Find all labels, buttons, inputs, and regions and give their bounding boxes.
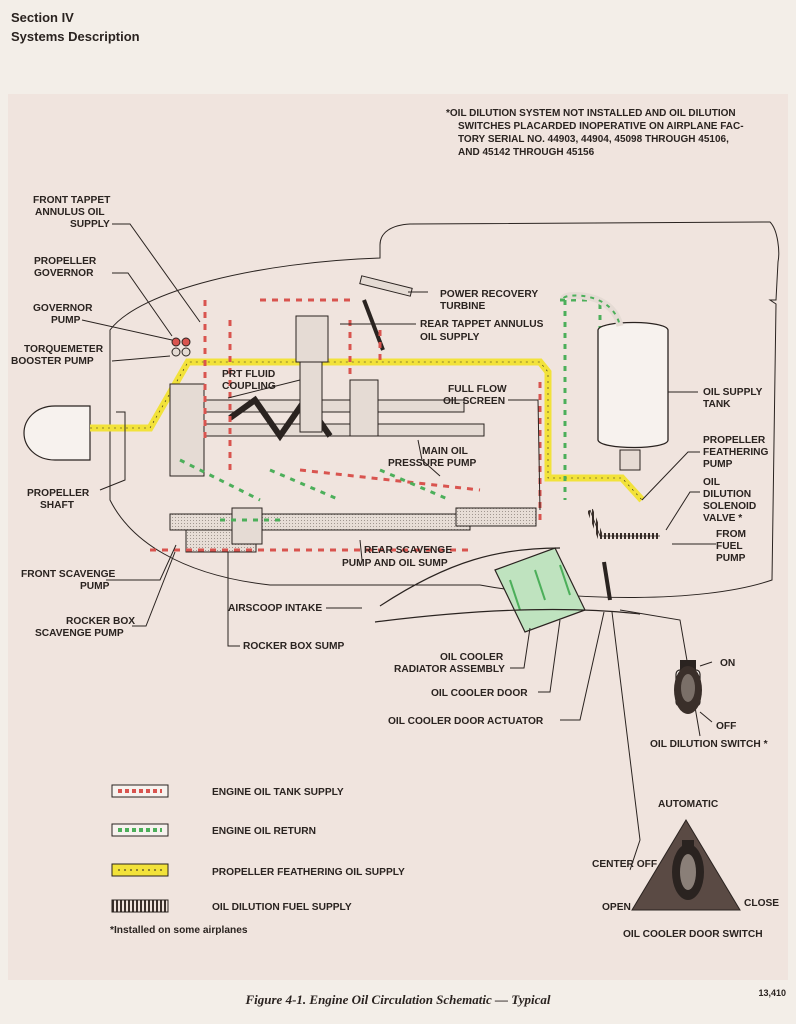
label-open: OPEN [602, 902, 631, 913]
section-title: Section IV [11, 10, 74, 25]
label-close: CLOSE [744, 898, 779, 909]
spinner [23, 405, 91, 461]
tank-supply-flow [150, 298, 542, 552]
label-oil-dilution-2: DILUTION [703, 489, 751, 500]
label-torquemeter-2: BOOSTER PUMP [11, 356, 94, 367]
oil-return-flow [179, 298, 602, 522]
airscoop-lip [379, 547, 561, 607]
note-line-4: AND 45142 THROUGH 45156 [458, 147, 595, 158]
label-prop-shaft-2: SHAFT [40, 500, 75, 511]
label-front-scavenge-1: FRONT SCAVENGE [21, 569, 116, 580]
label-full-flow-2: OIL SCREEN [443, 396, 505, 407]
label-prop-governor-1: PROPELLER [34, 256, 97, 267]
label-prop-feathering-1: PROPELLER [703, 435, 766, 446]
label-oil-dilution-1: OIL [703, 477, 720, 488]
label-automatic: AUTOMATIC [658, 799, 719, 810]
label-from-fuel-2: FUEL [716, 541, 743, 552]
note-line-3: TORY SERIAL NO. 44903, 44904, 45098 THRO… [458, 134, 729, 145]
label-from-fuel-1: FROM [716, 529, 746, 540]
oil-cooler-door [374, 608, 641, 623]
label-rocker-scavenge-2: SCAVENGE PUMP [35, 628, 124, 639]
label-oil-cooler-actuator: OIL COOLER DOOR ACTUATOR [388, 716, 544, 727]
label-oil-cooler-rad-1: OIL COOLER [440, 652, 504, 663]
label-power-recovery-1: POWER RECOVERY [440, 289, 538, 300]
section-subtitle: Systems Description [11, 29, 140, 44]
label-prt-coupling-2: COUPLING [222, 381, 276, 392]
serial-note: *OIL DILUTION SYSTEM NOT INSTALLED AND O… [446, 108, 744, 158]
note-line-1: *OIL DILUTION SYSTEM NOT INSTALLED AND O… [446, 108, 736, 119]
oil-cooler-door-switch[interactable] [631, 819, 741, 911]
label-prop-governor-2: GOVERNOR [34, 268, 94, 279]
oil-cooler-radiator [494, 547, 586, 633]
label-front-tappet-1: FRONT TAPPET [33, 195, 111, 206]
label-governor-pump-2: PUMP [51, 315, 81, 326]
label-rocker-sump: ROCKER BOX SUMP [243, 641, 345, 652]
legend-label-feathering: PROPELLER FEATHERING OIL SUPPLY [212, 867, 405, 878]
label-main-oil-2: PRESSURE PUMP [388, 458, 477, 469]
label-full-flow-1: FULL FLOW [448, 384, 507, 395]
label-from-fuel-3: PUMP [716, 553, 746, 564]
label-oil-supply-tank-2: TANK [703, 399, 731, 410]
label-center-off: CENTER OFF [592, 859, 657, 870]
oil-cooler-door-actuator [602, 561, 612, 601]
label-torquemeter-1: TORQUEMETER [24, 344, 104, 355]
label-rear-scavenge-1: REAR SCAVENGE [364, 545, 452, 556]
label-power-recovery-2: TURBINE [440, 301, 485, 312]
oil-dilution-switch[interactable] [674, 660, 713, 723]
engine-core [169, 275, 537, 553]
legend-label-oil-return: ENGINE OIL RETURN [212, 826, 316, 837]
label-oil-dilution-3: SOLENOID [703, 501, 756, 512]
dilution-fuel-line [587, 508, 660, 539]
figure-caption: Figure 4-1. Engine Oil Circulation Schem… [245, 992, 551, 1007]
label-prop-shaft-1: PROPELLER [27, 488, 90, 499]
legend: ENGINE OIL TANK SUPPLY ENGINE OIL RETURN… [110, 784, 405, 936]
label-oil-cooler-door: OIL COOLER DOOR [431, 688, 528, 699]
oil-supply-tank [560, 291, 669, 471]
figure-number: 13,410 [758, 988, 786, 998]
label-prt-coupling-1: PRT FLUID [222, 369, 275, 380]
label-rocker-scavenge-1: ROCKER BOX [66, 616, 135, 627]
nacelle-outline [109, 221, 780, 598]
legend-label-tank-supply: ENGINE OIL TANK SUPPLY [212, 787, 344, 798]
label-oil-dilution-switch: OIL DILUTION SWITCH * [650, 739, 768, 750]
label-oil-dilution-4: VALVE * [703, 513, 742, 524]
legend-item-oil-return: ENGINE OIL RETURN [111, 823, 316, 837]
legend-item-dilution-fuel: OIL DILUTION FUEL SUPPLY [111, 899, 352, 913]
label-rear-tappet-1: REAR TAPPET ANNULUS [420, 319, 544, 330]
label-oil-cooler-rad-2: RADIATOR ASSEMBLY [394, 664, 505, 675]
legend-label-dilution-fuel: OIL DILUTION FUEL SUPPLY [212, 902, 352, 913]
label-oil-cooler-door-switch: OIL COOLER DOOR SWITCH [623, 929, 763, 940]
legend-item-feathering: PROPELLER FEATHERING OIL SUPPLY [111, 863, 405, 878]
label-switch-on: ON [720, 658, 735, 669]
label-front-scavenge-2: PUMP [80, 581, 110, 592]
label-switch-off: OFF [716, 721, 736, 732]
label-front-tappet-2: ANNULUS OIL [35, 207, 105, 218]
label-prop-feathering-2: FEATHERING [703, 447, 769, 458]
label-rear-tappet-2: OIL SUPPLY [420, 332, 480, 343]
label-rear-scavenge-2: PUMP AND OIL SUMP [342, 558, 448, 569]
label-airscoop: AIRSCOOP INTAKE [228, 603, 322, 614]
label-oil-supply-tank-1: OIL SUPPLY [703, 387, 763, 398]
legend-item-tank-supply: ENGINE OIL TANK SUPPLY [111, 784, 344, 798]
legend-footnote: *Installed on some airplanes [110, 925, 248, 936]
label-prop-feathering-3: PUMP [703, 459, 733, 470]
page-header: Section IV Systems Description [11, 8, 140, 46]
label-governor-pump-1: GOVERNOR [33, 303, 93, 314]
label-front-tappet-3: SUPPLY [70, 219, 110, 230]
note-line-2: SWITCHES PLACARDED INOPERATIVE ON AIRPLA… [458, 121, 744, 132]
label-main-oil-1: MAIN OIL [422, 446, 468, 457]
